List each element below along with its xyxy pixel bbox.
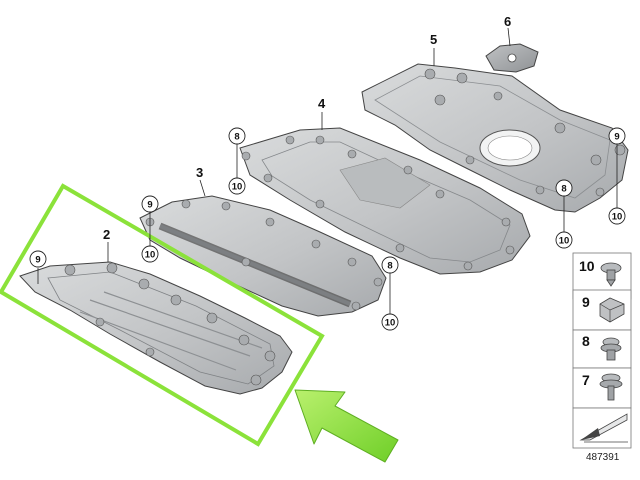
speed-nut-icon (599, 297, 625, 323)
svg-text:9: 9 (614, 132, 619, 143)
badge-10-panel4: 10 (228, 177, 246, 195)
svg-text:10: 10 (612, 212, 623, 223)
plastic-rivet-icon (600, 262, 622, 287)
underbody-panel-3 (139, 195, 387, 317)
badge-10-panel3: 10 (381, 313, 399, 331)
part-labels: 2 3 4 5 6 (103, 14, 511, 242)
legend-label-10: 10 (579, 258, 595, 274)
arrow-down-left-icon (579, 413, 628, 443)
expanding-rivet-icon (600, 337, 622, 361)
svg-text:8: 8 (387, 261, 392, 272)
label-part-6: 6 (504, 14, 511, 29)
svg-text:9: 9 (147, 200, 152, 211)
fastener-legend: 10 9 8 7 487391 (572, 252, 632, 463)
label-part-4: 4 (318, 96, 326, 111)
legend-label-9: 9 (582, 294, 590, 310)
badge-9-mid: 9 (141, 195, 159, 213)
badge-9-panel5: 9 (608, 127, 626, 145)
underbody-panel-4 (239, 127, 531, 275)
legend-label-7: 7 (582, 372, 590, 388)
label-part-5: 5 (430, 32, 437, 47)
document-id: 487391 (586, 452, 620, 463)
svg-text:10: 10 (559, 236, 570, 247)
highlight-frame (0, 183, 325, 447)
svg-text:8: 8 (561, 184, 566, 195)
svg-text:10: 10 (385, 318, 396, 329)
badge-10-panel5: 10 (555, 231, 573, 249)
badge-9-front: 9 (29, 250, 47, 268)
svg-text:9: 9 (35, 255, 40, 266)
fastener-badges: 9 9 10 8 10 8 10 8 (29, 127, 626, 331)
hex-bolt-with-washer-icon (599, 373, 623, 401)
green-arrow-icon (294, 389, 399, 463)
badge-10-mid: 10 (141, 245, 159, 263)
svg-text:10: 10 (145, 250, 156, 261)
legend-label-8: 8 (582, 333, 590, 349)
label-part-3: 3 (196, 165, 203, 180)
underbody-panel-2 (19, 261, 293, 395)
round-cover-6 (485, 43, 539, 73)
badge-8-panel3: 8 (381, 256, 399, 274)
label-part-2: 2 (103, 227, 110, 242)
badge-10-panel5-right: 10 (608, 207, 626, 225)
svg-text:10: 10 (232, 182, 243, 193)
underbody-panel-5 (361, 63, 629, 213)
svg-text:8: 8 (234, 132, 239, 143)
badge-8-panel5: 8 (555, 179, 573, 197)
badge-8-panel4: 8 (228, 127, 246, 145)
leader-lines (37, 27, 618, 314)
